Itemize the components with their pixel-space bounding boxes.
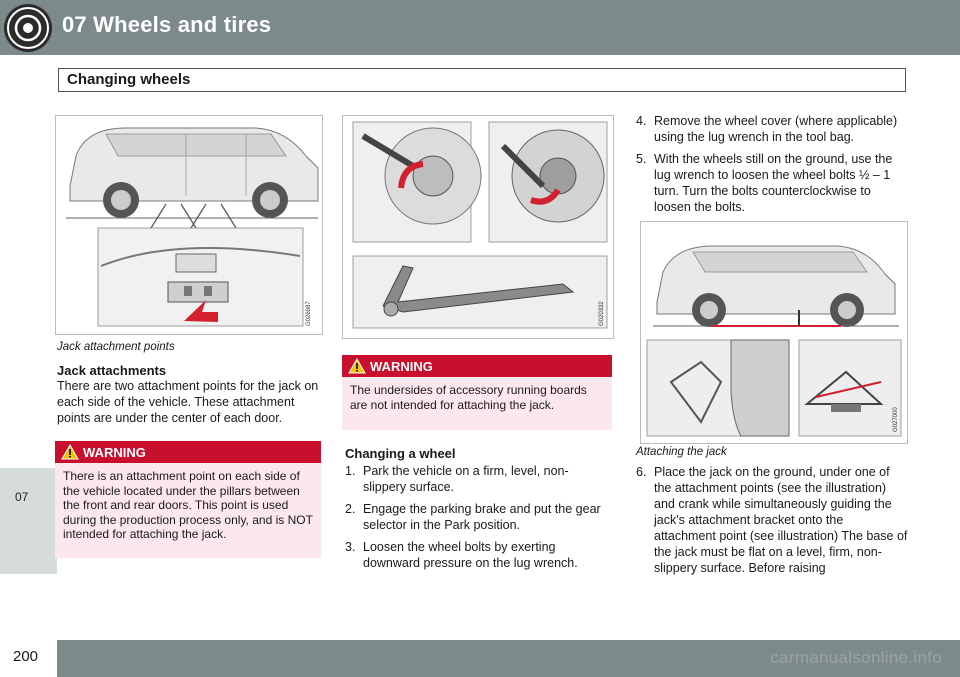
wheel-logo-icon	[4, 4, 52, 52]
warning-label: WARNING	[370, 359, 433, 374]
step-item: 1.Park the vehicle on a firm, level, non…	[345, 464, 569, 494]
suv-jack-points-illustration	[66, 127, 319, 327]
jack-attachments-heading: Jack attachments	[57, 363, 167, 378]
watermark-text: carmanualsonline.info	[770, 648, 942, 667]
warning-label: WARNING	[83, 445, 146, 460]
figure-code: G026987	[306, 301, 312, 326]
footer-bar	[0, 640, 960, 677]
figure-caption: Attaching the jack	[636, 446, 727, 458]
header-bar: 07 Wheels and tires	[0, 0, 960, 55]
warning-triangle-icon	[348, 358, 366, 374]
section-title: Changing wheels	[67, 71, 191, 88]
step-item: 4.Remove the wheel cover (where applicab…	[636, 114, 898, 144]
jack-placement-illustration	[646, 245, 902, 437]
steps-list-1: 1.Park the vehicle on a firm, level, non…	[345, 463, 611, 577]
step-item: 5.With the wheels still on the ground, u…	[636, 152, 893, 214]
step-item: 2.Engage the parking brake and put the g…	[345, 502, 601, 532]
figure-caption: Jack attachment points	[57, 341, 175, 353]
chapter-title: 07 Wheels and tires	[62, 12, 272, 37]
warning-box-running-boards: WARNING The undersides of accessory runn…	[342, 355, 612, 430]
jack-attachment-figure: G026987	[55, 115, 323, 335]
warning-triangle-icon	[61, 444, 79, 460]
footer-page-box	[0, 640, 57, 677]
page-number: 200	[13, 648, 39, 665]
warning-text: The undersides of accessory running boar…	[350, 383, 587, 412]
figure-code: G027000	[893, 407, 899, 432]
steps-list-2: 4.Remove the wheel cover (where applicab…	[636, 113, 908, 221]
step-item: 6.Place the jack on the ground, under on…	[636, 465, 908, 575]
warning-text: There is an attachment point on each sid…	[63, 469, 313, 541]
jack-attachments-body: There are two attachment points for the …	[57, 379, 319, 425]
warning-header: WARNING	[342, 355, 612, 377]
wheel-bolt-loosening-illustration	[352, 121, 608, 329]
warning-header: WARNING	[55, 441, 321, 463]
steps-list-3: 6.Place the jack on the ground, under on…	[636, 464, 908, 582]
side-chapter-number: 07	[15, 490, 29, 504]
section-bar: Changing wheels	[58, 68, 906, 92]
chapter-side-tab	[0, 468, 57, 574]
changing-wheel-heading: Changing a wheel	[345, 446, 456, 461]
step-item: 3.Loosen the wheel bolts by exerting dow…	[345, 540, 578, 570]
figure-code: G020332	[599, 301, 605, 326]
lug-wrench-figure: G020332	[342, 115, 614, 339]
warning-box: WARNING There is an attachment point on …	[55, 441, 321, 558]
attaching-jack-figure: G027000	[640, 221, 908, 444]
